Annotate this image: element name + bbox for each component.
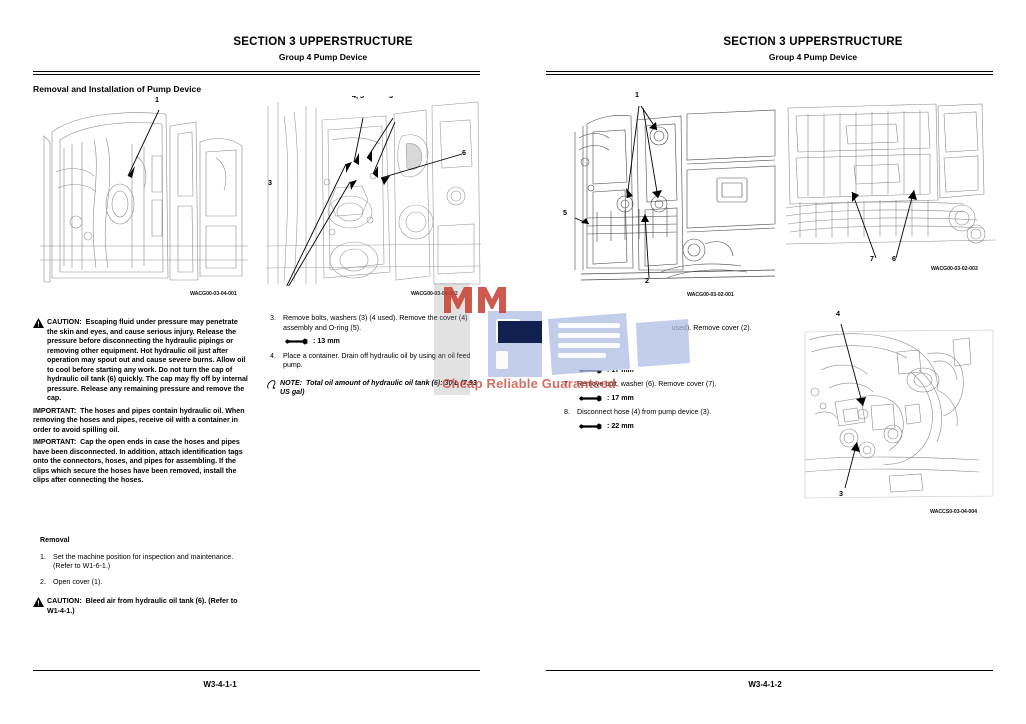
wrench-icon: [579, 395, 602, 402]
caution-escaping-fluid: CAUTION: Escaping fluid under pressure m…: [33, 318, 248, 404]
caution-text: Bleed air from hydraulic oil tank (6). (…: [47, 597, 238, 615]
figure-callout: 1: [635, 92, 639, 99]
note-label: NOTE:: [280, 378, 303, 387]
footer-divider: [546, 670, 993, 671]
wrench-icon: [285, 338, 308, 345]
header-group-title: Group 4 Pump Device: [278, 52, 368, 62]
warnings-block: CAUTION: Escaping fluid under pressure m…: [33, 318, 248, 489]
figure-callout: 2: [645, 276, 649, 284]
step-number: 7.: [564, 380, 570, 388]
step-text: Remove bolt, washer (5).: [577, 352, 657, 360]
step-number: 8.: [564, 408, 570, 416]
caution-text: Escaping fluid under pressure may penetr…: [47, 318, 248, 402]
wrench-icon: [579, 423, 602, 430]
tool-size-label: : 13 mm: [313, 337, 340, 345]
tool-size-label: : 17 mm: [607, 337, 634, 346]
right-steps-block: 5. Remove bolts, washers (1) (3 used). R…: [564, 324, 764, 436]
figure-callout: 3: [389, 96, 393, 100]
figure-callout: 3: [268, 178, 272, 187]
wrench-icon: [579, 367, 602, 374]
step-text: Place a container. Drain off hydraulic o…: [283, 351, 471, 370]
header-section-title: SECTION 3 UPPERSTRUCTURE: [233, 36, 413, 48]
caution-label: CAUTION:: [47, 318, 82, 326]
removal-step: 1. Set the machine position for inspecti…: [40, 553, 248, 572]
note-oil-amount: NOTE: Total oil amount of hydraulic oil …: [266, 379, 478, 398]
step-text: Open cover (1).: [53, 577, 103, 586]
caution-label: CAUTION:: [47, 597, 82, 605]
tool-size-17mm-b: : 17 mm: [577, 366, 764, 376]
figure-code: WACG00-03-02-001: [687, 292, 734, 298]
tool-size-17mm-c: : 17 mm: [577, 394, 764, 404]
figure-cover-1: 1: [36, 96, 251, 286]
figure-undercarriage: 7 6: [786, 96, 996, 261]
figure-callout: 3: [839, 489, 843, 498]
step-text: Remove bolts, washers (1) (3 used). Remo…: [577, 324, 752, 332]
step-number: 5.: [564, 324, 570, 332]
note-text: Total oil amount of hydraulic oil tank (…: [280, 378, 477, 397]
step-3: 3. Remove bolts, washers (3) (4 used). R…: [270, 314, 478, 333]
page-number: W3-4-1-2: [748, 680, 782, 689]
caution-bleed-air: CAUTION: Bleed air from hydraulic oil ta…: [33, 597, 248, 616]
figure-callout: 6: [892, 254, 896, 261]
step-4: 4. Place a container. Drain off hydrauli…: [270, 352, 478, 371]
header-divider: [546, 71, 993, 75]
figure-code: WACG00-03-02-003: [931, 266, 978, 272]
important-text: The hoses and pipes contain hydraulic oi…: [33, 406, 245, 434]
tool-size-label: : 17 mm: [607, 365, 634, 374]
step-number: 1.: [40, 552, 46, 561]
figure-code: WACG00-03-04-002: [411, 291, 458, 297]
right-page-header: SECTION 3 UPPERSTRUCTURE Group 4 Pump De…: [658, 36, 968, 62]
step-5: 5. Remove bolts, washers (1) (3 used). R…: [564, 324, 764, 334]
tool-size-17mm-a: : 17 mm: [577, 338, 764, 348]
tool-size-13mm: : 13 mm: [283, 337, 478, 347]
header-divider: [33, 71, 480, 75]
step-text: Disconnect hose (4) from pump device (3)…: [577, 408, 712, 416]
figure-code: WACG00-03-04-001: [190, 291, 237, 297]
step-7: 7. Remove bolt, washer (6). Remove cover…: [564, 380, 764, 390]
footer-divider: [33, 670, 480, 671]
tool-size-22mm: : 22 mm: [577, 422, 764, 432]
step-number: 6.: [564, 352, 570, 360]
figure-callout: 6: [462, 148, 466, 157]
step-number: 2.: [40, 577, 46, 586]
header-section-title: SECTION 3 UPPERSTRUCTURE: [723, 36, 903, 48]
tool-size-label: : 22 mm: [607, 421, 634, 430]
figure-callout: 1: [155, 96, 159, 104]
figure-callout: 7: [870, 254, 874, 261]
figure-pump-hose: 4 3: [801, 310, 996, 505]
step-8: 8. Disconnect hose (4) from pump device …: [564, 408, 764, 418]
step-text: Remove bolts, washers (3) (4 used). Remo…: [283, 314, 468, 332]
important-hoses-pipes: IMPORTANT: The hoses and pipes contain h…: [33, 407, 248, 436]
caution-triangle-icon: [33, 597, 44, 607]
page-title: Removal and Installation of Pump Device: [33, 84, 202, 94]
header-group-title: Group 4 Pump Device: [768, 52, 858, 62]
important-label: IMPORTANT:: [33, 438, 77, 446]
figure-cover-2: 4, 5 3 3 6: [266, 96, 481, 286]
important-text: Cap the open ends in case the hoses and …: [33, 438, 243, 484]
step-text: Set the machine position for inspection …: [53, 552, 234, 571]
figure-callout: 4: [836, 310, 840, 318]
note-pencil-icon: [267, 379, 276, 389]
important-label: IMPORTANT:: [33, 406, 77, 415]
page-number: W3-4-1-1: [203, 680, 237, 689]
tool-size-label: : 17 mm: [607, 393, 634, 402]
right-page: SECTION 3 UPPERSTRUCTURE Group 4 Pump De…: [513, 0, 1026, 724]
step-text: Remove bolt, washer (6). Remove cover (7…: [577, 380, 717, 388]
left-page: SECTION 3 UPPERSTRUCTURE Group 4 Pump De…: [33, 36, 481, 689]
removal-step: 2. Open cover (1).: [40, 578, 248, 588]
figure-machine-side: 1 5 2: [561, 92, 776, 284]
step-number: 4.: [270, 351, 276, 360]
removal-heading: Removal: [40, 536, 70, 544]
figure-callout: 5: [563, 208, 567, 217]
figure-code: WACCS0-03-04-004: [930, 509, 977, 515]
column2-block: 3. Remove bolts, washers (3) (4 used). R…: [267, 314, 478, 401]
important-cap-open-ends: IMPORTANT: Cap the open ends in case the…: [33, 438, 248, 486]
left-page-header: SECTION 3 UPPERSTRUCTURE Group 4 Pump De…: [168, 36, 478, 62]
step-6: 6. Remove bolt, washer (5).: [564, 352, 764, 362]
step-number: 3.: [270, 314, 276, 322]
removal-block: Removal 1. Set the machine position for …: [33, 536, 248, 619]
wrench-icon: [579, 339, 602, 346]
figure-callout: 4, 5: [352, 96, 364, 100]
caution-triangle-icon: [33, 318, 44, 328]
